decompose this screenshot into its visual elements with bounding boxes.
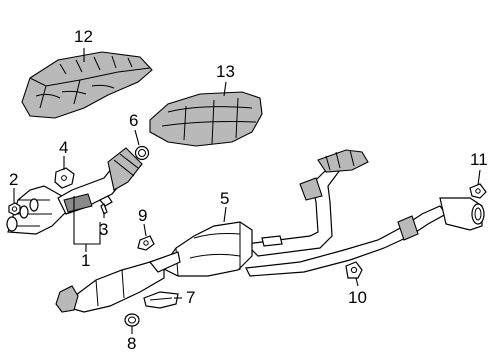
hanger-11 <box>469 183 487 199</box>
callout-13: 13 <box>216 62 235 81</box>
callout-8: 8 <box>127 334 137 353</box>
callout-12: 12 <box>74 27 93 46</box>
callout-7: 7 <box>186 288 196 307</box>
heat-plate-7 <box>143 291 179 309</box>
center-pipe <box>161 149 369 277</box>
callout-6: 6 <box>129 111 139 130</box>
clamp-8 <box>124 313 140 327</box>
bracket-4 <box>54 167 75 189</box>
callout-3: 3 <box>99 220 109 239</box>
callout-2: 2 <box>9 170 19 189</box>
rubber-mount-10 <box>345 261 363 279</box>
front-pipe-assembly <box>6 147 143 235</box>
callout-11: 11 <box>470 150 488 169</box>
bolt-3 <box>99 195 113 215</box>
callout-10: 10 <box>348 288 367 307</box>
callout-1: 1 <box>81 251 91 270</box>
callout-9: 9 <box>138 206 148 225</box>
nut-2 <box>8 202 21 216</box>
callout-5: 5 <box>220 189 230 208</box>
callout-4: 4 <box>59 138 69 157</box>
hanger-9 <box>137 235 155 251</box>
heat-shield-lower <box>149 91 263 147</box>
leader-lines <box>13 48 481 334</box>
gasket-6 <box>134 145 150 161</box>
front-muffler <box>55 251 181 313</box>
heat-shield-upper <box>21 51 153 119</box>
tail-pipe <box>245 197 485 277</box>
